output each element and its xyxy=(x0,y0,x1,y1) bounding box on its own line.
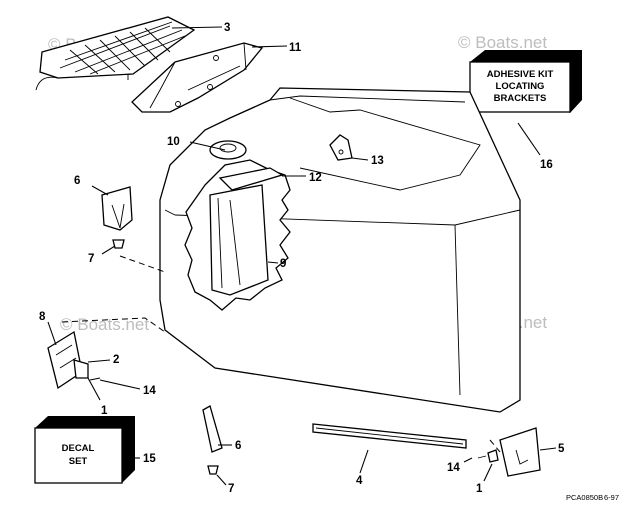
callout-3: 3 xyxy=(224,22,230,34)
callout-13: 13 xyxy=(371,155,384,167)
dashed-guide-right xyxy=(489,439,501,453)
adhesive-kit-line-3: BRACKETS xyxy=(494,93,547,104)
callout-14-left: 14 xyxy=(143,385,156,397)
watermark-top-right: © Boats.net xyxy=(458,33,547,52)
part-14-screw-right xyxy=(487,449,499,463)
callout-9: 9 xyxy=(280,258,286,270)
callout-11: 11 xyxy=(289,42,302,54)
part-6-bracket-upper xyxy=(101,186,133,231)
callout-14-right: 14 xyxy=(447,462,460,474)
callout-6-lower: 6 xyxy=(235,440,241,452)
decal-set-box: DECAL SET xyxy=(34,416,135,484)
leader-lines xyxy=(47,26,557,486)
callout-1-right: 1 xyxy=(476,483,483,495)
decal-set-line-1: DECAL xyxy=(62,443,95,454)
callout-1-left: 1 xyxy=(101,405,108,417)
part-14-screw-left xyxy=(89,377,101,381)
part-11-top-cap xyxy=(131,42,264,113)
drawing-date: 6-97 xyxy=(604,493,619,502)
callout-7-lower: 7 xyxy=(228,483,234,495)
callout-12: 12 xyxy=(309,172,322,184)
part-7-screw-lower xyxy=(207,465,219,475)
callout-5: 5 xyxy=(558,443,565,455)
watermark-mid-left: © Boats.net xyxy=(60,315,149,334)
adhesive-kit-box: ADHESIVE KIT LOCATING BRACKETS xyxy=(469,50,582,113)
part-14-screw-right-tail xyxy=(477,455,487,459)
callout-15: 15 xyxy=(143,453,156,465)
dashed-guide-left xyxy=(61,317,166,333)
part-4-trim-strip xyxy=(312,423,467,449)
adhesive-kit-line-2: LOCATING xyxy=(496,81,545,92)
part-7-screw-upper xyxy=(112,239,125,249)
part-6-bracket-lower xyxy=(202,405,223,453)
callout-6-upper: 6 xyxy=(74,175,80,187)
callout-2: 2 xyxy=(113,354,119,366)
part-3-grille xyxy=(35,16,196,91)
part-8-bracket xyxy=(47,330,89,390)
dashed-guide-upper xyxy=(119,255,166,273)
callout-4: 4 xyxy=(356,475,363,487)
decal-set-line-2: SET xyxy=(69,456,88,467)
adhesive-kit-line-1: ADHESIVE KIT xyxy=(487,69,554,80)
callout-7-upper: 7 xyxy=(88,253,94,265)
callout-10: 10 xyxy=(167,136,180,148)
part-5-bracket xyxy=(499,427,541,477)
callout-8: 8 xyxy=(39,311,46,323)
engine-cover xyxy=(159,87,521,413)
callout-16: 16 xyxy=(540,159,553,171)
drawing-code: PCA0850B xyxy=(566,493,603,502)
